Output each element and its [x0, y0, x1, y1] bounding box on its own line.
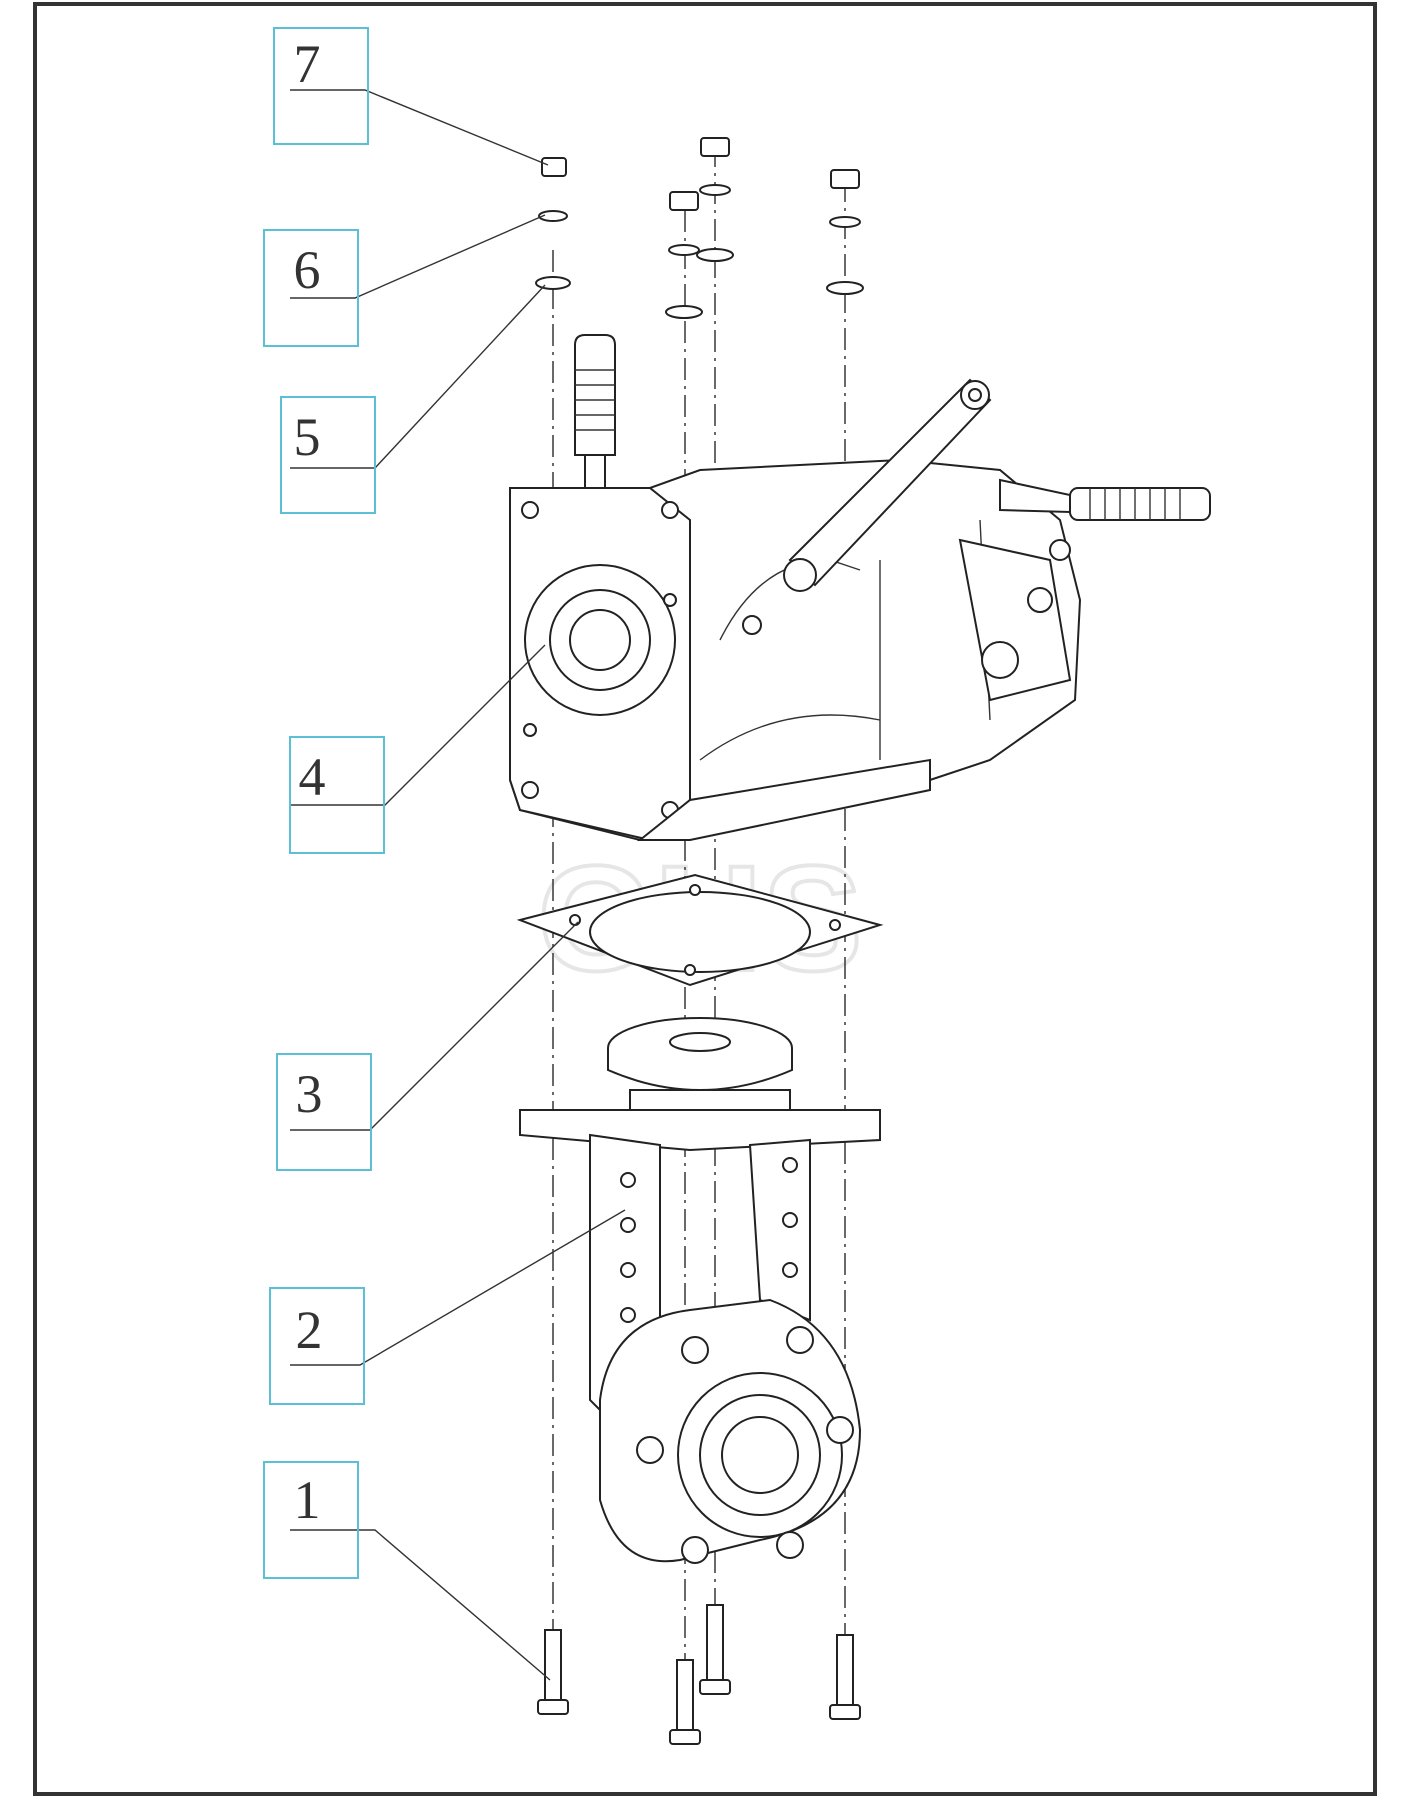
svg-text:5: 5: [294, 407, 321, 467]
gasket: [516, 873, 884, 987]
svg-text:4: 4: [299, 747, 326, 807]
callout-4: 4: [289, 736, 385, 854]
diagram-frame: [33, 2, 1377, 1796]
svg-text:2: 2: [296, 1300, 323, 1360]
transmission-housing: [509, 334, 1211, 842]
callout-6: 6: [263, 229, 359, 347]
callout-5: 5: [280, 396, 376, 514]
svg-text:7: 7: [294, 34, 321, 94]
svg-text:3: 3: [296, 1064, 323, 1124]
callout-7: 7: [273, 27, 369, 145]
bottom-bolts: [537, 1604, 861, 1745]
svg-text:1: 1: [294, 1470, 321, 1530]
callout-1: 1: [263, 1461, 359, 1579]
top-fasteners: [535, 137, 864, 319]
callout-2: 2: [269, 1287, 365, 1405]
callout-3: 3: [276, 1053, 372, 1171]
lower-adapter-housing: [519, 1017, 881, 1564]
svg-text:6: 6: [294, 240, 321, 300]
